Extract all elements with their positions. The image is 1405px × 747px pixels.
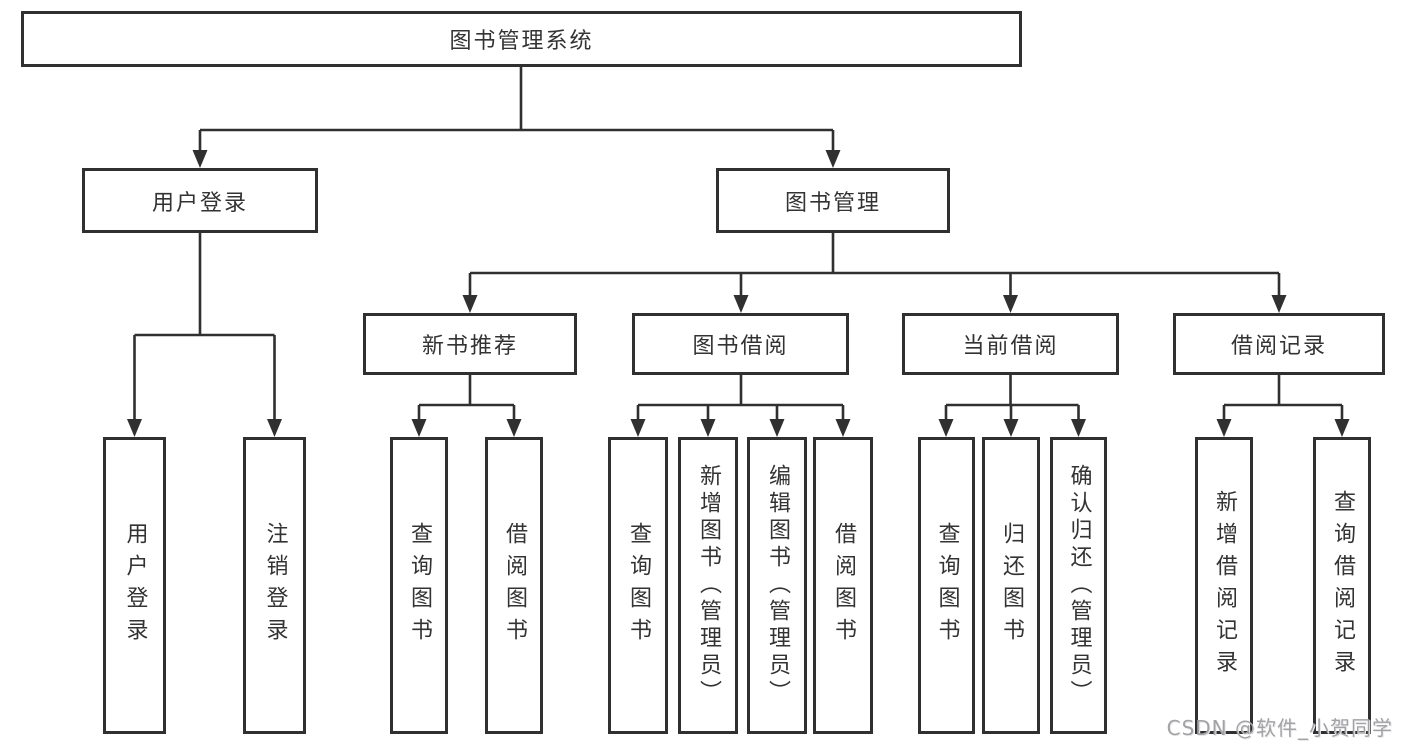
node-leaf-confirm-return-admin: 确认归还（管理员）	[1050, 437, 1107, 734]
connector-book-management	[462, 233, 1287, 313]
connector-root	[192, 67, 841, 168]
node-borrowing-records: 借阅记录	[1173, 313, 1385, 375]
node-label: 用户登录	[122, 521, 148, 650]
node-leaf-query-books-1: 查询图书	[390, 437, 448, 734]
connector-borrowing-records	[1216, 375, 1350, 437]
node-label: 当前借阅	[962, 334, 1059, 359]
connector-user-login	[127, 233, 282, 437]
csdn-watermark: CSDN @软件_小贺同学	[1166, 716, 1393, 740]
node-leaf-query-borrow-record: 查询借阅记录	[1313, 437, 1371, 734]
node-label: 新增图书（管理员）	[696, 464, 721, 707]
node-leaf-borrow-books-2: 借阅图书	[813, 437, 873, 734]
node-leaf-add-books-admin: 新增图书（管理员）	[678, 437, 738, 734]
node-leaf-add-borrow-record: 新增借阅记录	[1195, 437, 1253, 734]
connector-new-book-recommend	[411, 375, 522, 437]
node-label: 编辑图书（管理员）	[765, 464, 790, 707]
node-leaf-query-books-2: 查询图书	[608, 437, 668, 734]
node-leaf-query-books-3: 查询图书	[918, 437, 975, 734]
node-current-borrowing: 当前借阅	[902, 313, 1119, 375]
node-leaf-borrow-books-1: 借阅图书	[485, 437, 543, 734]
node-label: 图书借阅	[692, 334, 789, 359]
node-book-management: 图书管理	[716, 168, 950, 233]
node-library-management-system: 图书管理系统	[21, 11, 1022, 67]
node-label: 查询图书	[626, 521, 651, 650]
connector-book-borrowing	[630, 375, 851, 437]
node-label: 归还图书	[999, 521, 1024, 650]
node-leaf-logout: 注销登录	[243, 437, 306, 734]
node-label: 查询图书	[407, 521, 432, 650]
node-label: 图书管理系统	[449, 29, 594, 54]
node-label: 新增借阅记录	[1212, 489, 1237, 682]
node-leaf-return-books: 归还图书	[982, 437, 1040, 734]
node-label: 确认归还（管理员）	[1066, 464, 1092, 707]
connector-current-borrowing	[938, 375, 1086, 437]
node-label: 用户登录	[151, 190, 248, 216]
node-label: 注销登录	[262, 521, 288, 650]
node-label: 查询借阅记录	[1330, 489, 1355, 682]
node-label: 借阅记录	[1230, 334, 1327, 359]
node-label: 查询图书	[934, 521, 960, 650]
node-leaf-edit-books-admin: 编辑图书（管理员）	[747, 437, 807, 734]
node-book-borrowing: 图书借阅	[632, 313, 849, 375]
node-label: 借阅图书	[831, 521, 856, 650]
node-label: 图书管理	[784, 190, 881, 216]
node-label: 借阅图书	[502, 521, 527, 650]
node-new-book-recommend: 新书推荐	[363, 313, 577, 375]
node-leaf-user-login: 用户登录	[103, 437, 166, 734]
node-user-login: 用户登录	[82, 168, 318, 233]
node-label: 新书推荐	[421, 334, 518, 359]
